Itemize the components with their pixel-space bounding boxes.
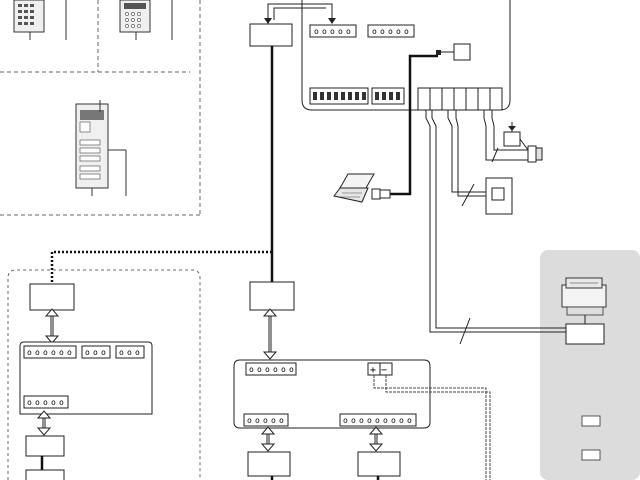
main-controller-outline [301,0,511,111]
dotted-link [50,250,272,282]
terminal-glyph: o [93,348,98,357]
terminal-glyph: o [407,416,412,425]
terminal-glyph: o [67,348,72,357]
plus-terminal: + [370,365,376,376]
arrow-down-icon [328,18,336,24]
keypad-panel-left-icon [13,0,67,40]
terminal-glyph: o [127,348,132,357]
terminal-glyph: o [27,398,32,407]
usb-connector [371,188,381,200]
top-bus-arrows [267,3,333,20]
terminal-glyph: o [43,398,48,407]
output-wiring [425,110,566,345]
top-interface-box [249,23,293,47]
center-lower-right-box [357,451,401,477]
bottom-left-area [7,269,201,480]
terminal-glyph: o [391,416,396,425]
terminal-glyph: o [101,348,106,357]
terminal-glyph: o [279,416,284,425]
double-arrow-icon [368,426,384,452]
terminal-glyph: o [273,365,278,374]
keypad-panel-right-icon [119,0,173,40]
terminal-glyph: o [388,27,393,36]
panel-device-box [565,323,605,345]
panel-indicator-lower [581,449,601,461]
din-rail-module-icon [561,277,607,325]
terminal-glyph: o [396,27,401,36]
terminal-glyph: o [59,348,64,357]
door-lock-icon [503,122,543,163]
double-arrow-icon [44,308,60,344]
terminal-glyph: o [380,27,385,36]
left-bottom-box [25,469,65,480]
terminal-glyph: o [289,365,294,374]
terminal-glyph: o [404,27,409,36]
terminal-glyph: o [338,27,343,36]
arrow-down-icon [264,18,272,24]
terminal-glyph: o [399,416,404,425]
terminal-glyph: o [271,416,276,425]
terminal-glyph: o [51,398,56,407]
terminal-glyph: o [314,27,319,36]
terminal-glyph: o [27,348,32,357]
terminal-block-top-right: o o o o o [367,24,415,38]
minus-terminal: − [381,365,387,376]
terminal-glyph: o [51,348,56,357]
center-interface-box [249,281,295,311]
terminal-glyph: o [372,27,377,36]
terminal-glyph: o [265,365,270,374]
entrance-panels-area [0,0,201,216]
terminal-glyph: o [351,416,356,425]
terminal-glyph: o [255,416,260,425]
terminal-glyph: o [43,348,48,357]
dip-switch-bank-large [309,87,369,105]
terminal-glyph: o [322,27,327,36]
terminal-glyph: o [330,27,335,36]
terminal-glyph: o [35,398,40,407]
terminal-glyph: o [249,365,254,374]
terminal-glyph: o [35,348,40,357]
left-interface-box [29,283,75,311]
terminal-glyph: o [383,416,388,425]
laptop-icon [333,173,375,203]
double-arrow-icon [262,308,278,360]
call-button-panel-icon [75,100,127,196]
terminal-glyph: o [375,416,380,425]
center-controller: o o o o o o + − o o o o o o o o o o o o … [233,359,431,429]
pc-cable [390,54,438,196]
double-arrow-icon [36,410,52,436]
terminal-glyph: o [257,365,262,374]
terminal-glyph: o [263,416,268,425]
terminal-glyph: o [59,398,64,407]
power-wiring [373,375,491,480]
terminal-glyph: o [247,416,252,425]
left-lower-box [25,435,65,457]
terminal-glyph: o [367,416,372,425]
exit-button-icon [485,177,513,215]
usb-connector [379,189,391,199]
output-terminals [417,87,503,111]
double-arrow-icon [260,426,276,452]
center-lower-left-box [247,451,291,477]
terminal-glyph: o [135,348,140,357]
terminal-glyph: o [346,27,351,36]
dip-switch-bank-small [371,87,405,105]
terminal-glyph: o [85,348,90,357]
left-controller: o o o o o o o o o o o o o o o o o [19,341,153,415]
panel-indicator-upper [581,415,601,427]
terminal-glyph: o [119,348,124,357]
terminal-glyph: o [359,416,364,425]
terminal-block-top-left: o o o o o [309,24,357,38]
relay-device-icon [436,43,471,61]
terminal-glyph: o [281,365,286,374]
terminal-glyph: o [343,416,348,425]
